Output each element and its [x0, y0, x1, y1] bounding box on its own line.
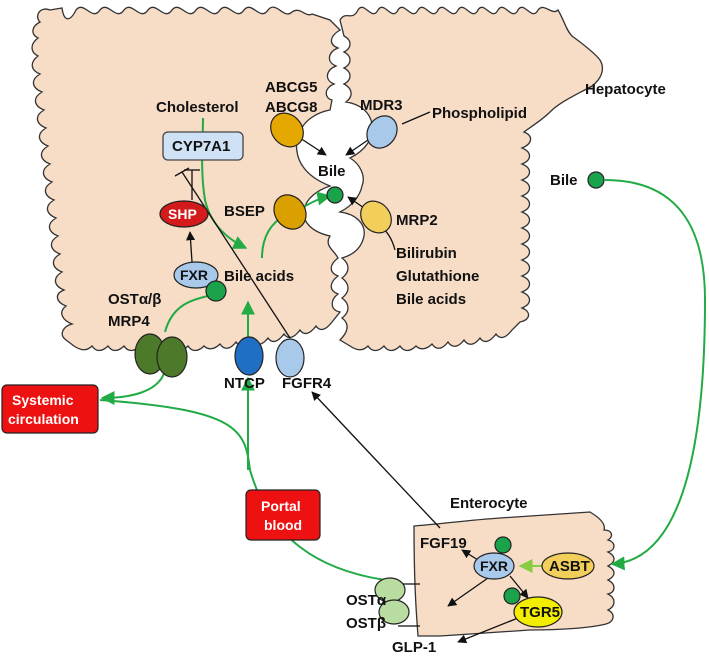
enterocyte-label: Enterocyte [450, 495, 528, 512]
systemic-label-line1: Systemic [12, 392, 74, 408]
ost-beta-transporter [378, 599, 410, 625]
ost-ab-label: OSTα/β [108, 291, 161, 308]
bile-acid-dot-gut-tgr5 [503, 587, 521, 605]
arrow-fxr-to-ost [447, 577, 489, 607]
bile-canaliculus-label: Bile [318, 163, 346, 180]
glp1-label: GLP-1 [392, 639, 436, 656]
arrow-fxr-to-shp [186, 231, 196, 263]
systemic-circulation-box [1, 384, 99, 434]
fgf19-label: FGF19 [420, 535, 467, 552]
portal-label-line2: blood [264, 517, 302, 533]
fxr-gut-protein [473, 552, 515, 580]
ntcp-label: NTCP [224, 375, 265, 392]
systemic-label-line2: circulation [8, 411, 79, 427]
arrow-abcg-to-bile [299, 137, 327, 156]
mrp4-label: MRP4 [108, 313, 150, 330]
arrow-tgr5-to-glp1 [457, 617, 519, 644]
inhibit-fgfr4-to-cyp7a1 [181, 171, 291, 339]
arrow-mdr3-to-bile [345, 139, 369, 156]
hepatocyte-right-cell [337, 6, 604, 352]
bile-acid-dot-liver [205, 280, 227, 302]
cyp7a1-label: CYP7A1 [172, 138, 230, 155]
bile-acid-dot-gut-fxr [494, 536, 512, 554]
glutathione-label: Glutathione [396, 268, 479, 285]
enterocyte-cell [413, 511, 615, 637]
fxr-liver-label: FXR [180, 267, 208, 283]
fxr-liver-protein [173, 261, 219, 289]
arrow-portal-to-systemic [99, 399, 386, 581]
bsep-transporter [273, 194, 307, 230]
bilirubin-label: Bilirubin [396, 245, 457, 262]
shp-label: SHP [168, 206, 197, 222]
bile-acid-dot-canaliculus [326, 186, 344, 204]
bsep-label: BSEP [224, 203, 265, 220]
abcg5-abcg8-transporter [270, 112, 304, 148]
abcg8-label: ABCG8 [265, 99, 318, 116]
arrow-bile-to-asbt [604, 179, 707, 571]
inhibit-bar-fgfr4 [174, 167, 190, 177]
ntcp-transporter [234, 336, 264, 376]
asbt-label: ASBT [549, 558, 590, 575]
cyp7a1-enzyme-box [162, 131, 244, 161]
arrow-fxr-to-fgf19 [461, 549, 479, 561]
arrow-bileacid-to-ost [164, 295, 209, 333]
arrow-fxr-to-tgr5 [509, 575, 529, 599]
phospholipid-label: Phospholipid [432, 105, 527, 122]
fxr-gut-label: FXR [480, 558, 508, 574]
arrow-fgf19-to-fgfr4 [311, 391, 441, 529]
abcg5-label: ABCG5 [265, 79, 318, 96]
bile-acids-liver-label: Bile acids [224, 268, 294, 285]
tgr5-label: TGR5 [520, 604, 560, 621]
asbt-transporter [541, 552, 595, 580]
ost-alpha-label: OSTα [346, 592, 387, 609]
bile-right-label: Bile [550, 172, 578, 189]
shp-protein [159, 200, 209, 228]
portal-blood-box [245, 489, 321, 541]
ost-mrp4-transporter-right [156, 336, 188, 378]
arrow-phospholipid-to-mdr3 [401, 111, 431, 125]
hepatocyte-label: Hepatocyte [585, 81, 666, 98]
ost-beta-label: OSTβ [346, 615, 386, 632]
mrp2-label: MRP2 [396, 212, 438, 229]
arrow-ost-to-systemic [100, 369, 166, 405]
cholesterol-label: Cholesterol [156, 99, 239, 116]
mrp2-transporter [360, 200, 392, 234]
bile-acids-mrp2-label: Bile acids [396, 291, 466, 308]
portal-label-line1: Portal [261, 498, 301, 514]
fgfr4-label: FGFR4 [282, 375, 332, 392]
fgfr4-receptor [275, 338, 305, 378]
tgr5-receptor [513, 596, 563, 628]
mdr3-transporter [366, 115, 398, 149]
mdr3-label: MDR3 [360, 97, 403, 114]
bile-acid-dot-right [587, 171, 605, 189]
